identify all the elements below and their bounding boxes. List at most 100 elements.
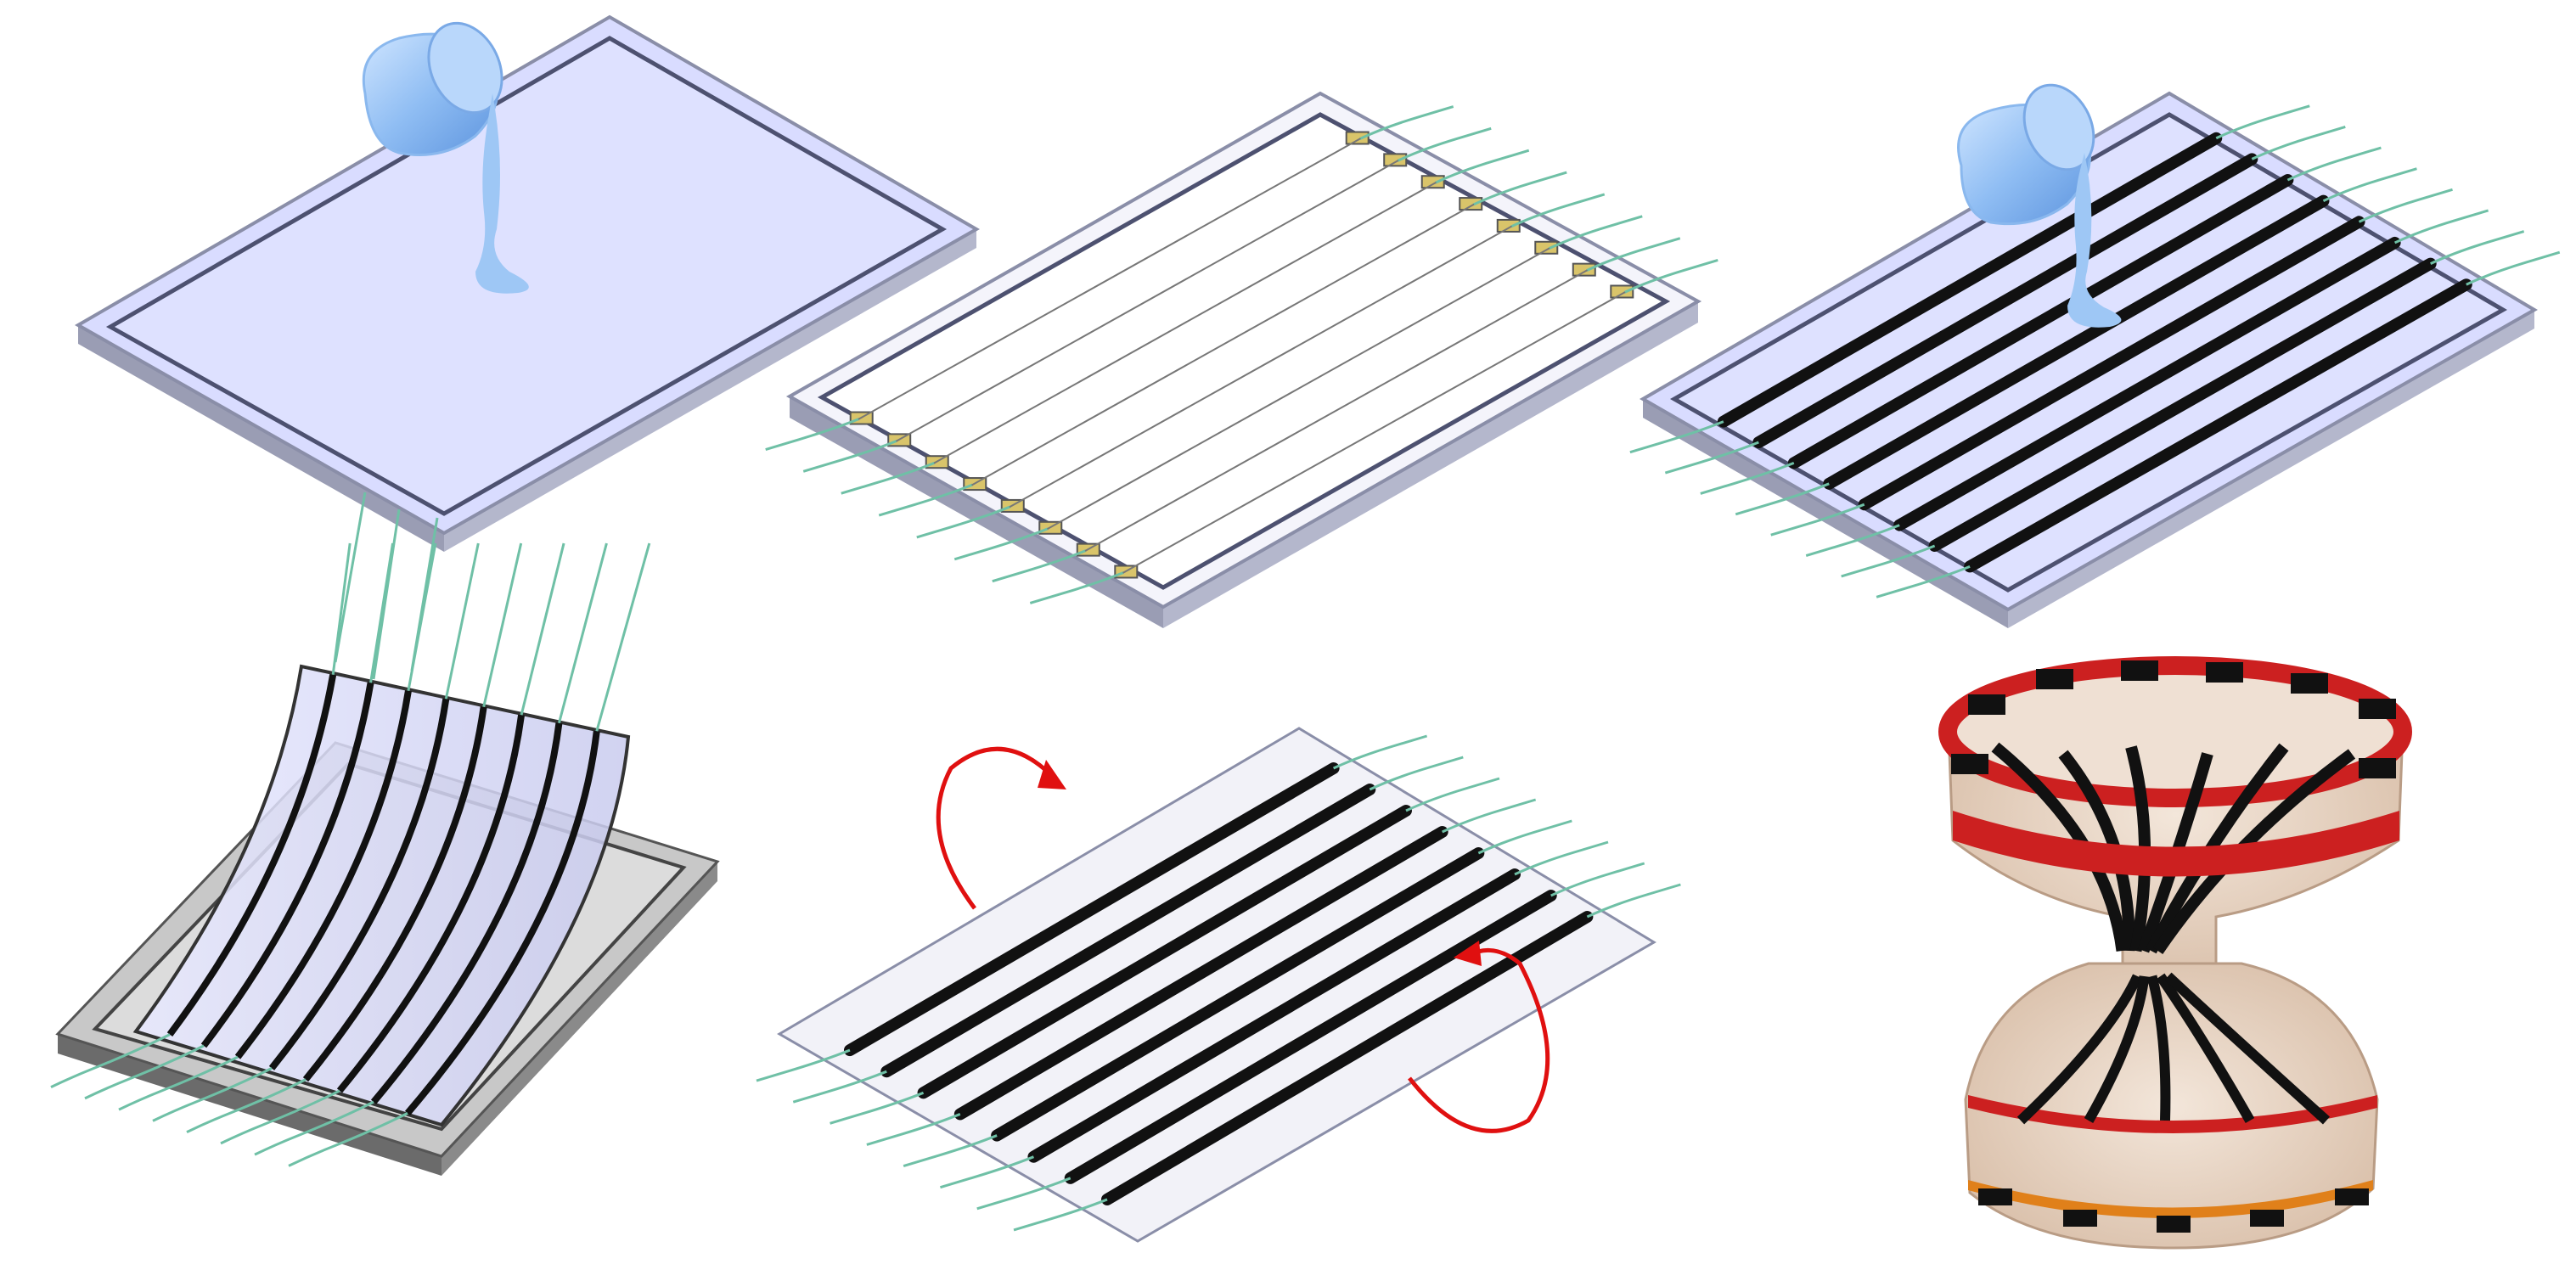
electrode-strip [302, 706, 487, 1082]
electrode-strip [336, 714, 526, 1093]
electrode-pad [1534, 240, 1559, 255]
electrode-strip [1009, 225, 1512, 508]
electrode-strip [843, 762, 1340, 1057]
panel-assembled-device [1938, 656, 2412, 1250]
mold-side-left [790, 396, 1163, 628]
electrode-strip [1893, 236, 2401, 531]
lead-wire [1029, 571, 1124, 604]
lead-wire [1735, 482, 1830, 516]
panel-mold-pour [74, 14, 981, 680]
lead-wire [1405, 777, 1500, 812]
lead-wire [916, 505, 1011, 539]
lead-wire [903, 1134, 998, 1167]
electrode-strip [166, 674, 337, 1037]
lead-wire [2430, 230, 2525, 265]
electrode-strip [404, 730, 600, 1115]
mold-side-right [1163, 301, 1698, 628]
electrode-strip [2137, 752, 2213, 953]
lead-wire [1550, 862, 1645, 897]
electrode-strip [2146, 743, 2289, 954]
lead-wire [369, 542, 395, 683]
lead-wire [84, 1044, 205, 1100]
electrode-strip [370, 722, 563, 1104]
lead-wire [1514, 840, 1609, 876]
electrode-pad [1610, 284, 1634, 299]
electrode-band-segment [2157, 1216, 2191, 1233]
electrode-channels [765, 105, 1718, 604]
device-top-rim [1938, 656, 2412, 807]
electrode-band-segment [2359, 699, 2396, 719]
electrode-strip [2156, 973, 2255, 1123]
lead-wire [1623, 259, 1718, 294]
lead-wire [1435, 149, 1530, 184]
mold-side-right [442, 862, 717, 1176]
lead-wire [841, 461, 936, 495]
lead-wire [220, 1089, 340, 1145]
electrode-strip [1823, 194, 2330, 490]
mold-side-left [78, 325, 444, 552]
electrode-strips [1978, 972, 2369, 1233]
lead-wire [1876, 565, 1971, 598]
electrode-strip [1047, 247, 1550, 530]
electrode-strips [756, 734, 1681, 1232]
electrode-strip [991, 847, 1485, 1142]
electrode-pad [1383, 153, 1408, 167]
electrode-strip [971, 204, 1475, 486]
electrode-band-segment [1951, 754, 1988, 774]
lead-wire [595, 542, 651, 732]
mold-side-right [444, 229, 976, 552]
lead-wire [331, 542, 352, 675]
lead-wire [1359, 105, 1454, 140]
electrode-band-segment [2121, 660, 2158, 681]
lead-wire [756, 1048, 851, 1082]
electrode-pad [1496, 218, 1521, 233]
lead-wire [186, 1078, 307, 1133]
lead-wire [482, 542, 523, 708]
lead-wire [254, 1100, 374, 1156]
lead-wire [1442, 798, 1537, 834]
lead-wire [1586, 883, 1681, 919]
lead-wire [118, 1055, 239, 1111]
electrode-strip [933, 182, 1437, 464]
device-band-orange [1968, 1180, 2373, 1218]
lead-wire [1586, 237, 1681, 272]
lead-wire [520, 542, 565, 716]
lead-wire [2393, 209, 2489, 244]
fold-arrow-head [1038, 760, 1066, 789]
lead-wire [2215, 104, 2310, 140]
electrode-strip [1752, 153, 2258, 449]
electrode-strip [2146, 975, 2171, 1121]
lead-wire [557, 542, 608, 724]
electrode-strip [1064, 890, 1557, 1184]
lead-wire [1548, 215, 1643, 250]
electrode-pad [1420, 175, 1445, 189]
electrode-strip [1964, 278, 2472, 573]
lead-wire [953, 527, 1049, 561]
lead-wire [2358, 188, 2453, 223]
panel-mold-with-electrodes [765, 91, 1718, 628]
lead-wire [802, 439, 897, 473]
electrode-band-segment [2206, 662, 2243, 683]
mold-inner-rim [105, 36, 948, 516]
panel-fold-sheet [756, 727, 1681, 1243]
lead-wire [1369, 756, 1464, 791]
lead-wire [2251, 125, 2346, 160]
electrode-strip [2084, 975, 2150, 1123]
lead-wire [2466, 250, 2561, 286]
electrode-strip [1101, 911, 1594, 1205]
electrode-strip [880, 784, 1376, 1078]
electrode-band-segment [2063, 1210, 2097, 1227]
electrode-pad [1572, 262, 1596, 277]
lead-wire [765, 418, 860, 451]
lead-wire [152, 1067, 273, 1122]
pour-cup-icon [362, 21, 529, 294]
electrode-strip [1928, 257, 2437, 552]
electrode-strip [917, 805, 1412, 1099]
electrode-strip [896, 160, 1399, 442]
lead-wire [992, 549, 1087, 583]
device-band-red [1953, 811, 2399, 877]
electrode-strip [1717, 132, 2223, 428]
lead-wires [331, 542, 651, 732]
electrode-pad [1459, 197, 1483, 211]
